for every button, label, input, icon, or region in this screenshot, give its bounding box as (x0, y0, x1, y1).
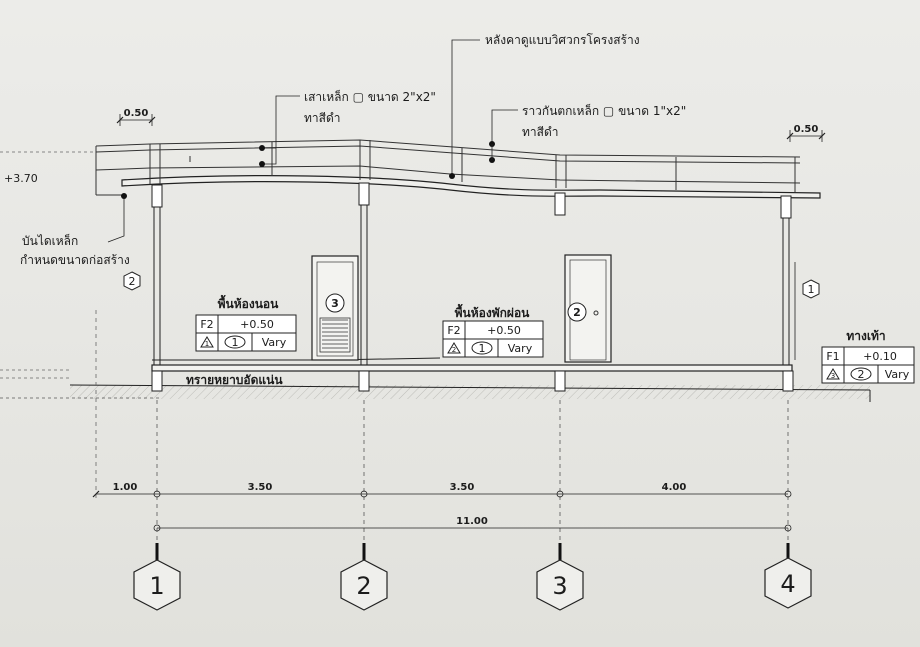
svg-text:4.00: 4.00 (662, 482, 687, 493)
svg-text:ทางเท้า: ทางเท้า (846, 329, 885, 343)
grid-bubble-4: 4 (764, 543, 812, 609)
svg-text:กำหนดขนาดก่อสร้าง: กำหนดขนาดก่อสร้าง (20, 253, 130, 267)
grid-bubble-3: 3 (536, 543, 584, 611)
ground-line (69, 384, 871, 391)
columns (153, 205, 796, 365)
element-tag-left-wall: 2 (123, 271, 141, 291)
floor-slab (151, 364, 793, 372)
svg-text:3: 3 (552, 572, 567, 600)
svg-text:Vary: Vary (885, 368, 910, 381)
room-tag-walkway: ทางเท้า F1 +0.10 3 2 Vary (821, 329, 915, 384)
square-section-icon: ▢ (353, 90, 364, 104)
svg-text:F2: F2 (447, 324, 460, 337)
svg-text:1: 1 (808, 283, 815, 296)
svg-text:3: 3 (331, 297, 339, 310)
svg-text:บันไดเหล็ก: บันไดเหล็ก (22, 233, 78, 248)
svg-text:1: 1 (149, 572, 164, 600)
svg-text:+0.50: +0.50 (240, 318, 274, 331)
svg-text:0.50: 0.50 (124, 108, 149, 119)
svg-text:0.50: 0.50 (794, 124, 819, 135)
overhang-dim-left: 0.50 (116, 108, 156, 126)
svg-text:+0.50: +0.50 (487, 324, 521, 337)
element-tag-door-right: 2 (567, 302, 587, 322)
element-tag-door-left: 3 (325, 293, 345, 313)
svg-text:4: 4 (780, 570, 795, 598)
svg-text:2: 2 (356, 572, 371, 600)
grid-bubble-1: 1 (133, 543, 181, 611)
floor-finish-line (152, 357, 441, 361)
svg-text:ทาสีดำ: ทาสีดำ (522, 125, 559, 139)
svg-text:11.00: 11.00 (456, 516, 488, 527)
footings (151, 370, 794, 392)
svg-text:Vary: Vary (262, 336, 287, 349)
square-section-icon: ▢ (603, 104, 614, 118)
svg-text:1: 1 (232, 336, 239, 349)
overhang-dim-right: 0.50 (786, 124, 826, 142)
roof-callout: หลังคาดูแบบวิศวกรโครงสร้าง (449, 33, 640, 179)
svg-text:3.50: 3.50 (450, 482, 475, 493)
svg-text:2: 2 (452, 346, 456, 354)
railing-callout: ราวกันตกเหล็ก ▢ ขนาด 1"x2" ทาสีดำ (489, 103, 686, 163)
svg-text:1: 1 (479, 342, 486, 355)
svg-text:Vary: Vary (508, 342, 533, 355)
roof-beams (151, 182, 792, 219)
dimension-chain: 1.00 3.50 3.50 4.00 11.00 (92, 482, 792, 532)
svg-text:1: 1 (205, 340, 209, 348)
svg-text:พื้นห้องพักผ่อน: พื้นห้องพักผ่อน (455, 303, 531, 320)
svg-text:F1: F1 (826, 350, 839, 363)
svg-text:2: 2 (573, 306, 581, 319)
level-label: +3.70 (4, 172, 38, 185)
svg-text:F2: F2 (200, 318, 213, 331)
svg-text:1.00: 1.00 (113, 482, 138, 493)
svg-text:2: 2 (129, 275, 136, 288)
roof-railing (95, 139, 801, 196)
sand-label: ทรายหยาบอัดแน่น (186, 373, 283, 387)
svg-text:3: 3 (831, 372, 835, 380)
svg-text:3.50: 3.50 (248, 482, 273, 493)
grid-bubble-2: 2 (340, 543, 388, 611)
svg-text:พื้นห้องนอน: พื้นห้องนอน (218, 294, 280, 311)
element-tag-right-wall: 1 (802, 279, 820, 299)
svg-text:+0.10: +0.10 (863, 350, 897, 363)
room-tag-living: พื้นห้องพักผ่อน F2 +0.50 2 1 Vary (442, 303, 544, 358)
steel-post-text: เสาเหล็ก ▢ ขนาด 2"x2" (304, 89, 436, 104)
room-tag-bedroom: พื้นห้องนอน F2 +0.50 1 1 Vary (195, 294, 297, 352)
svg-text:2: 2 (858, 368, 865, 381)
stair-callout: บันไดเหล็ก กำหนดขนาดก่อสร้าง (20, 193, 130, 267)
steel-post-callout: เสาเหล็ก ▢ ขนาด 2"x2" ทาสีดำ (259, 89, 436, 167)
railing-text: ราวกันตกเหล็ก ▢ ขนาด 1"x2" (522, 103, 686, 118)
svg-text:หลังคาดูแบบวิศวกรโครงสร้าง: หลังคาดูแบบวิศวกรโครงสร้าง (485, 33, 640, 48)
roof-slab (121, 175, 821, 199)
svg-text:ทาสีดำ: ทาสีดำ (304, 111, 341, 125)
